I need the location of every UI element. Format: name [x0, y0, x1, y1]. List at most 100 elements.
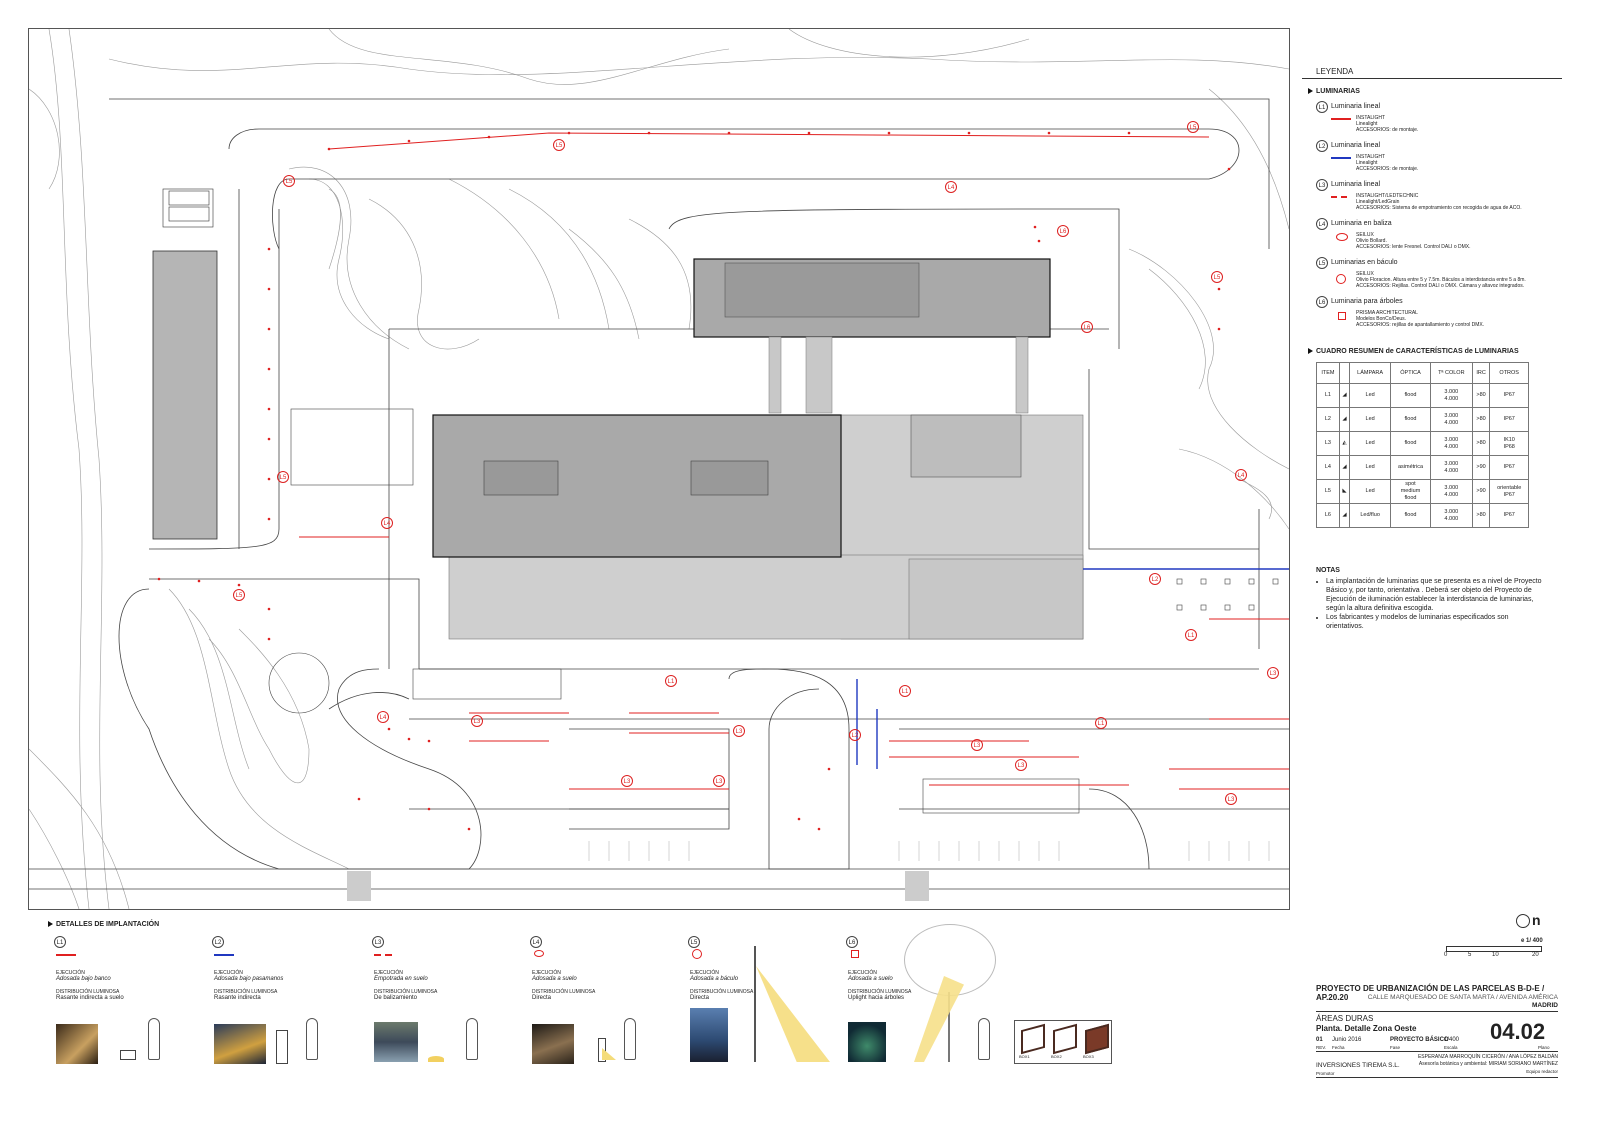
cell-optic: asimétrica — [1390, 455, 1431, 480]
cell-other: IP67 — [1489, 407, 1529, 432]
sheet-name: Planta. Detalle Zona Oeste — [1316, 1024, 1417, 1033]
streetlight-symbol-icon — [1336, 274, 1346, 284]
cell-other: orientable IP67 — [1489, 479, 1529, 504]
plan-label-l5: L5 — [283, 175, 295, 187]
detail-photo — [374, 1022, 418, 1062]
detail-l2: L2 EJECUCIÓN Adosada bajo pasamanos DIST… — [212, 936, 362, 1066]
title-divider — [1316, 1051, 1558, 1052]
person-silhouette-icon — [978, 1018, 990, 1060]
cell-optic: flood — [1390, 503, 1431, 528]
plan-label-l5: L5 — [1187, 121, 1199, 133]
project-title: PROYECTO DE URBANIZACIÓN DE LAS PARCELAS… — [1316, 984, 1545, 1002]
detail-dist: Rasante indirecta — [214, 995, 261, 1001]
site-plan: L5 L5 L4 L5 L6 L5 L6 L5 L4 L4 L2 L1 L5 L… — [28, 28, 1290, 910]
authors: ESPERANZA MARROQUÍN CICERÓN / ANA LÓPEZ … — [1417, 1054, 1558, 1060]
cell-item: L4 — [1316, 455, 1340, 480]
cell-irc: >80 — [1471, 503, 1491, 528]
bench-sketch — [120, 1050, 136, 1060]
table-header-cell: Tª COLOR — [1429, 362, 1473, 384]
detail-dist-label: DISTRIBUCIÓN LUMINOSA — [848, 989, 912, 995]
detail-exec-label: EJECUCIÓN — [374, 970, 403, 976]
cell-optic: flood — [1390, 431, 1431, 456]
bullet-triangle-icon — [1308, 88, 1313, 95]
north-label: n — [1532, 912, 1541, 928]
detail-code: L5 — [688, 936, 700, 948]
person-silhouette-icon — [466, 1018, 478, 1060]
title-divider — [1316, 1011, 1558, 1012]
scale-tick: 0 — [1444, 952, 1448, 958]
bullet-triangle-icon — [1308, 348, 1313, 355]
plan-label-l5: L5 — [1211, 271, 1223, 283]
beam-diagram-icon: ◣ — [1338, 479, 1351, 504]
cell-irc: >80 — [1471, 431, 1491, 456]
detail-exec-label: EJECUCIÓN — [848, 970, 877, 976]
date-value: Junio 2016 — [1332, 1037, 1362, 1043]
cell-temp: 3.000 4.000 — [1429, 407, 1473, 432]
box-options-panel: BOX1 BOX2 BOX3 — [1014, 1020, 1112, 1064]
plan-label-l4: L4 — [381, 517, 393, 529]
legend-name-l2: Luminaria lineal — [1331, 142, 1381, 149]
detail-swatch — [56, 954, 76, 956]
light-beam-sketch — [428, 1056, 444, 1062]
north-arrow-icon — [1516, 914, 1530, 928]
table-header-cell: LÁMPARA — [1349, 362, 1392, 384]
beam-diagram-icon: ◢ — [1338, 455, 1351, 480]
rev-label: REV. — [1316, 1045, 1327, 1050]
plan-label-l5: L5 — [233, 589, 245, 601]
note-item: La implantación de luminarias que se pre… — [1326, 577, 1546, 613]
client-label: Promotor — [1316, 1071, 1335, 1076]
legend-name-l6: Luminaria para árboles — [1331, 298, 1403, 305]
sheet-number: 04.02 — [1490, 1019, 1546, 1044]
detail-dist: De balizamiento — [374, 995, 418, 1001]
plan-label-l1: L1 — [1185, 629, 1197, 641]
cell-other: IK10 IP68 — [1489, 431, 1529, 456]
detail-l3: L3 EJECUCIÓN Empotrada en suelo DISTRIBU… — [372, 936, 522, 1066]
person-silhouette-icon — [148, 1018, 160, 1060]
cell-temp: 3.000 4.000 — [1429, 455, 1473, 480]
scale-tick: 20 — [1532, 952, 1539, 958]
table-header-cell: IRC — [1471, 362, 1491, 384]
summary-heading: CUADRO RESUMEN de CARACTERÍSTICAS de LUM… — [1308, 348, 1519, 355]
detail-l5: L5 EJECUCIÓN Adosada a báculo DISTRIBUCI… — [688, 936, 838, 1066]
detail-photo — [214, 1024, 266, 1064]
plan-label-l4: L4 — [377, 711, 389, 723]
handrail-sketch — [276, 1030, 288, 1064]
cube-label: BOX3 — [1083, 1054, 1094, 1059]
table-header-cell: ÓPTICA — [1390, 362, 1431, 384]
plan-label-l3: L3 — [713, 775, 725, 787]
legend-code-l5: L5 — [1316, 257, 1328, 269]
cell-irc: >80 — [1471, 383, 1491, 408]
cube-label: BOX1 — [1019, 1054, 1030, 1059]
detail-dist-label: DISTRIBUCIÓN LUMINOSA — [214, 989, 278, 995]
title-divider — [1316, 1077, 1558, 1078]
rev-value: 01 — [1316, 1037, 1323, 1043]
detail-dist-label: DISTRIBUCIÓN LUMINOSA — [56, 989, 120, 995]
legend-code-l6: L6 — [1316, 296, 1328, 308]
cell-item: L2 — [1316, 407, 1340, 432]
detail-dist-label: DISTRIBUCIÓN LUMINOSA — [690, 989, 754, 995]
cell-lamp: Led — [1349, 479, 1392, 504]
cell-temp: 3.000 4.000 — [1429, 479, 1473, 504]
detail-exec: Empotrada en suelo — [374, 976, 428, 982]
plan-label-l3: L3 — [621, 775, 633, 787]
beam-diagram-icon: ◭ — [1338, 431, 1351, 456]
beam-diagram-icon: ◢ — [1338, 503, 1351, 528]
phase-label: Fase — [1390, 1045, 1401, 1050]
scale-label: e 1/ 400 — [1521, 938, 1543, 944]
detail-l4: L4 EJECUCIÓN Adosada a suelo DISTRIBUCIÓ… — [530, 936, 680, 1066]
project-city: MADRID — [1532, 1002, 1558, 1009]
legend-code-l3: L3 — [1316, 179, 1328, 191]
detail-exec-label: EJECUCIÓN — [690, 970, 719, 976]
detail-swatch — [385, 954, 392, 956]
plan-label-l5: L5 — [553, 139, 565, 151]
detail-dist: Directa — [690, 995, 710, 1001]
detail-code: L1 — [54, 936, 66, 948]
detail-dist: Directa — [532, 995, 552, 1001]
cell-temp: 3.000 4.000 — [1429, 383, 1473, 408]
legend-swatch-l3a — [1331, 196, 1337, 198]
legend-title: LEYENDA — [1316, 67, 1354, 76]
